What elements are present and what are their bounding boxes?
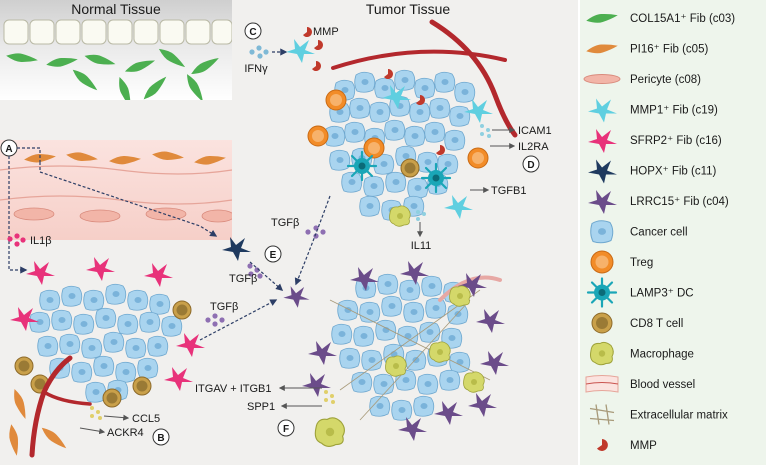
epithelial-layer	[3, 19, 233, 45]
legend-label-vessel: Blood vessel	[630, 379, 695, 391]
pericyte-icon	[583, 74, 621, 84]
ecm-fibers-f	[329, 289, 491, 421]
panel-c: C IFNγ MMP	[244, 22, 339, 75]
legend-item-pi16: PI16⁺ Fib (c05)	[586, 44, 708, 56]
legend-item-treg: Treg	[590, 250, 653, 274]
tumor-bg-mid-left	[0, 100, 232, 140]
legend-label-pericyte: Pericyte (c08)	[630, 74, 701, 86]
il1b-molecules	[7, 233, 26, 247]
cd8-cells-d	[400, 158, 420, 178]
svg-text:C: C	[249, 27, 256, 38]
icam1-label: ICAM1	[518, 125, 552, 137]
legend-label-sfrp2: SFRP2⁺ Fib (c16)	[630, 135, 722, 147]
il2ra-label: IL2RA	[518, 141, 549, 153]
legend-label-mmp1: MMP1⁺ Fib (c19)	[630, 105, 718, 117]
legend-item-mmp: MMP	[597, 439, 657, 452]
legend-label-lamp3: LAMP3⁺ DC	[630, 288, 694, 300]
legend-label-hopx: HOPX⁺ Fib (c11)	[630, 166, 717, 178]
tgfb-e-left-label: TGFβ	[229, 273, 257, 285]
svg-text:D: D	[527, 160, 534, 171]
legend-item-cd8: CD8 T cell	[591, 312, 683, 334]
badge-b	[152, 428, 170, 446]
legend-label-treg: Treg	[630, 257, 653, 269]
dendritic-cell-icon	[586, 277, 618, 308]
green-fibroblast-icon	[586, 13, 618, 23]
ecm-icon	[589, 404, 615, 425]
legend-item-vessel: Blood vessel	[585, 375, 695, 393]
tumor-tissue-panel: Tumor Tissue	[232, 0, 578, 465]
cd8-tcell-icon	[591, 312, 613, 334]
normal-tissue-panel: Normal Tissue	[0, 0, 233, 109]
spp1-label: SPP1	[247, 401, 275, 413]
ccl5-label: CCL5	[132, 413, 160, 425]
svg-text:F: F	[283, 424, 289, 435]
svg-text:B: B	[157, 433, 164, 444]
legend-label-col15a1: COL15A1⁺ Fib (c03)	[630, 13, 735, 25]
badge-d	[522, 155, 540, 173]
ifng-label: IFNγ	[244, 63, 268, 75]
legend-label-cancer: Cancer cell	[630, 227, 688, 239]
badge-c	[244, 22, 262, 40]
legend-item-col15a1: COL15A1⁺ Fib (c03)	[586, 13, 735, 25]
tumor-tissue-title: Tumor Tissue	[366, 1, 450, 17]
svg-text:A: A	[5, 144, 12, 155]
mmp-label: MMP	[313, 26, 339, 38]
cancer-cell-icon	[590, 220, 614, 244]
il1b-label: IL1β	[30, 235, 52, 247]
itgav-itgb1-label: ITGAV + ITGB1	[195, 383, 272, 395]
legend-panel: COL15A1⁺ Fib (c03) PI16⁺ Fib (c05) Pericyt…	[580, 0, 766, 465]
legend-label-mmp: MMP	[630, 440, 657, 452]
il11-label: IL11	[411, 240, 432, 252]
legend-label-macrophage: Macrophage	[630, 349, 694, 361]
panel-d: ICAM1 IL2RA D TGFB1 IL11	[307, 19, 552, 252]
ifng-molecules	[249, 45, 269, 59]
tgfb-e-top-label: TGFβ	[271, 217, 299, 229]
legend-label-pi16: PI16⁺ Fib (c05)	[630, 44, 708, 56]
legend-item-hopx: HOPX⁺ Fib (c11)	[588, 159, 717, 184]
cyan-fibroblast-icon	[588, 98, 617, 123]
legend-label-cd8: CD8 T cell	[630, 318, 683, 330]
purple-fibroblast-icon	[588, 190, 617, 214]
legend-item-lamp3: LAMP3⁺ DC	[586, 277, 694, 308]
navy-fibroblast-icon	[588, 159, 617, 184]
panel-a: A IL1β	[0, 139, 52, 274]
tgfb1-label: TGFB1	[491, 185, 526, 197]
normal-tissue-title: Normal Tissue	[71, 1, 161, 17]
legend-item-cancer: Cancer cell	[590, 220, 688, 244]
macrophage-icon	[590, 341, 614, 366]
badge-f	[277, 419, 295, 437]
vessel-b	[29, 355, 92, 458]
treg-icon	[590, 250, 614, 274]
macrophage-d	[389, 205, 411, 227]
legend-label-lrrc15: LRRC15⁺ Fib (c04)	[630, 196, 729, 208]
legend-label-ecm: Extracellular matrix	[630, 410, 728, 422]
panel-e: TGFβ TGFβ TGFβ E	[39, 162, 331, 341]
legend-item-ecm: Extracellular matrix	[589, 404, 728, 425]
ackr4-label: ACKR4	[107, 427, 144, 439]
legend-item-lrrc15: LRRC15⁺ Fib (c04)	[588, 190, 729, 214]
panel-f: ITGAV + ITGB1 SPP1 F	[195, 261, 509, 448]
mmp-icon	[597, 439, 608, 451]
legend-item-macrophage: Macrophage	[590, 341, 694, 366]
legend-item-mmp1: MMP1⁺ Fib (c19)	[588, 98, 718, 123]
orange-fibroblast-icon	[586, 44, 618, 54]
badge-e	[264, 245, 282, 263]
legend-item-pericyte: Pericyte (c08)	[583, 74, 701, 86]
svg-text:E: E	[270, 250, 277, 261]
legend-item-sfrp2: SFRP2⁺ Fib (c16)	[588, 129, 722, 153]
blood-vessel-icon	[585, 375, 619, 393]
tgfb-b-label: TGFβ	[210, 301, 238, 313]
magenta-fibroblast-icon	[588, 129, 617, 153]
panel-b: CCL5 ACKR4 B	[7, 257, 205, 458]
